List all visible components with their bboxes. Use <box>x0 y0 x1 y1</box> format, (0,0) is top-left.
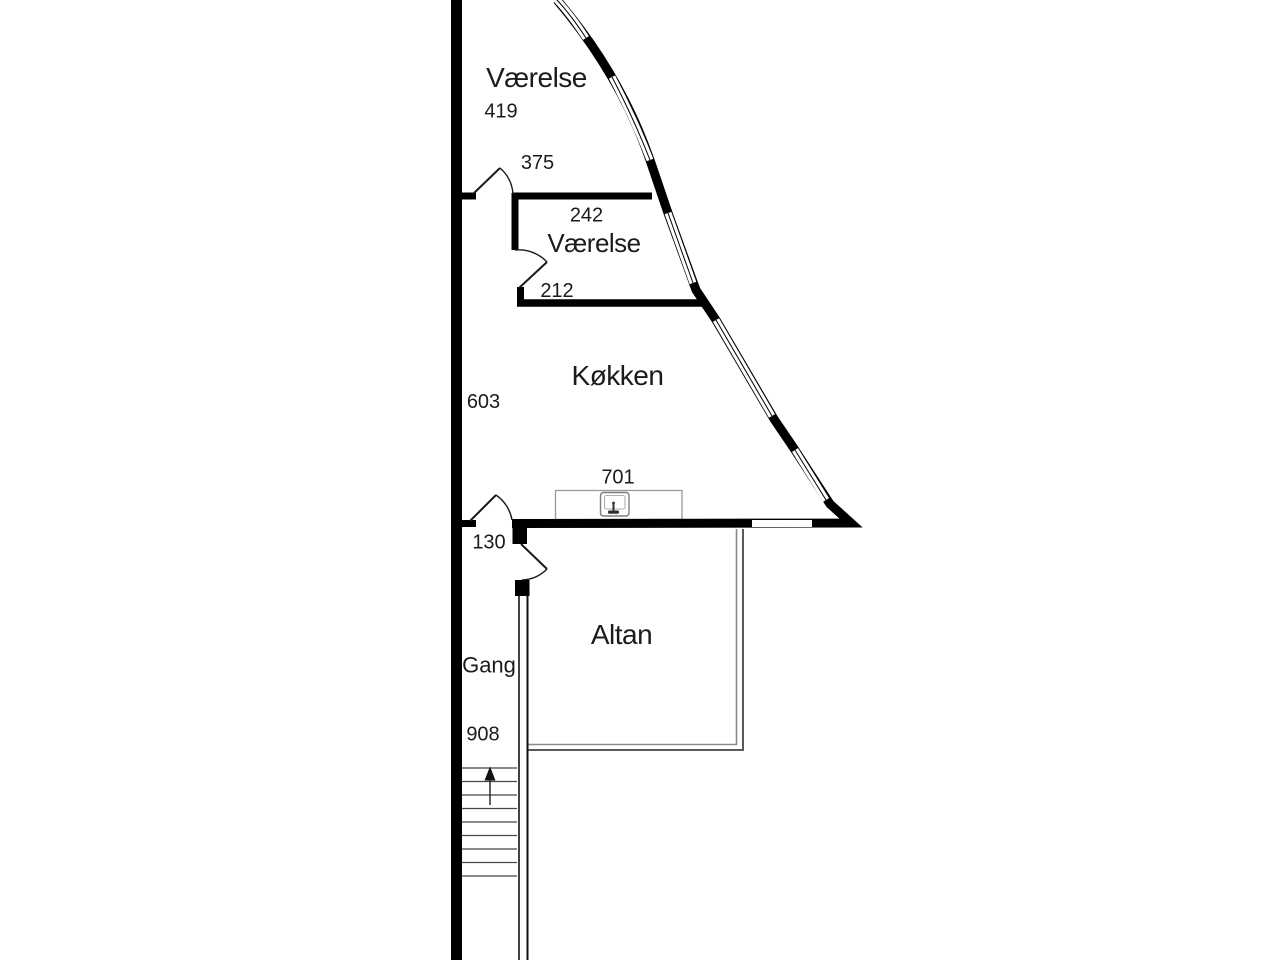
facade-window-glazing <box>611 76 651 161</box>
room-label-vaerelse-2: Værelse <box>547 228 640 258</box>
hallway-stairs <box>462 595 529 960</box>
room1-door-swing-arc <box>499 167 514 195</box>
balcony-door-leaf <box>520 543 548 570</box>
room2-door <box>514 249 548 289</box>
room-label-koekken: Køkken <box>572 360 664 391</box>
doors <box>469 167 548 596</box>
left-exterior-wall <box>451 0 462 960</box>
room-label-vaerelse-1: Værelse <box>486 62 587 93</box>
dimension-room1: 419 <box>484 101 517 123</box>
room1-door <box>472 167 514 195</box>
exterior-walls <box>451 0 863 960</box>
kitchen-door-leaf <box>469 494 497 522</box>
facade-window-glazing <box>715 319 773 417</box>
dimension-kitchen-counter: 701 <box>601 467 634 489</box>
facade-window-segment <box>608 75 654 162</box>
balcony-railing <box>528 529 744 751</box>
dimension-room1-door: 375 <box>521 152 554 174</box>
room-label-altan: Altan <box>591 619 652 650</box>
balcony-railing-inner-line <box>528 529 738 746</box>
balcony-door-top-stub <box>512 527 527 544</box>
facade-window-glazing <box>667 212 694 284</box>
balcony-door <box>512 527 548 596</box>
stairs-up-arrow-icon <box>484 766 496 805</box>
dimension-room2-bottom: 212 <box>540 280 573 302</box>
kitchen-door-swing-arc <box>495 494 513 521</box>
dimension-room2-top: 242 <box>570 205 603 227</box>
dimension-kitchen-door: 130 <box>472 532 505 554</box>
facade-windows <box>554 0 829 527</box>
sink-faucet-base <box>608 510 619 514</box>
room2-door-leaf <box>518 261 548 289</box>
room1-door-leaf <box>472 167 501 195</box>
facade-window-glazing <box>794 449 827 501</box>
kitchen-door <box>469 494 513 522</box>
kitchen-counter-group <box>554 489 683 521</box>
balcony-door-swing-arc <box>521 568 548 581</box>
room2-door-swing-arc <box>514 249 548 263</box>
sink-faucet-head <box>612 501 615 505</box>
balcony-railing-outer-line <box>528 529 744 751</box>
sink-basin-inner <box>603 494 626 510</box>
interior-walls <box>460 192 706 527</box>
labels: Værelse 419 375 242 Værelse 212 Køkken 6… <box>462 62 664 746</box>
room-label-gang: Gang <box>462 653 516 678</box>
dimension-kitchen-left: 603 <box>467 391 500 413</box>
facade-window-glazing <box>556 0 587 39</box>
balcony-door-bottom-stub <box>515 580 530 596</box>
dimension-hallway: 908 <box>466 724 499 746</box>
stairs-arrow-head <box>484 766 496 781</box>
sink-icon <box>599 491 630 517</box>
